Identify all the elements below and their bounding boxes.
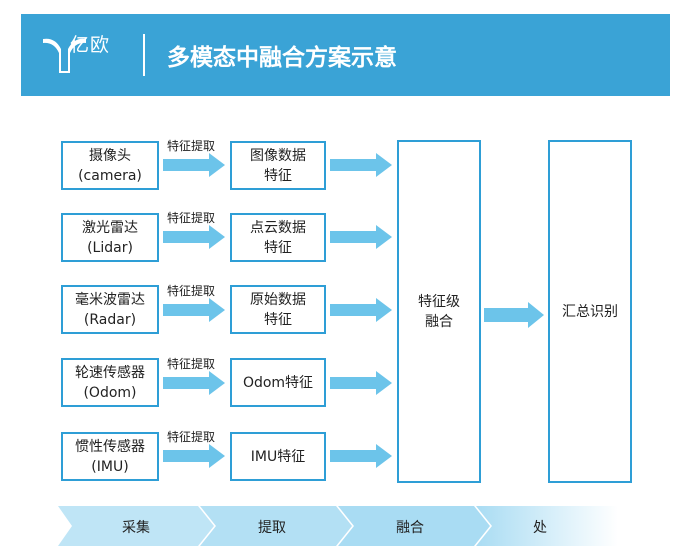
source-box-camera: 摄像头 (camera) [61,141,159,190]
header-banner: 亿欧 多模态中融合方案示意 [21,14,670,96]
extract-label: 特征提取 [167,284,216,298]
stage-label: 提取 [258,520,286,536]
header-divider [143,34,145,76]
feature-name: IMU特征 [250,448,306,465]
source-code: (camera) [78,167,142,184]
arrow-right-icon [163,444,225,468]
recognition-box: 汇总识别 [548,140,632,483]
feature-box-odom: Odom特征 [230,358,326,407]
source-name: 毫米波雷达 [75,291,145,308]
yiou-logo-icon [43,38,86,73]
extract-label: 特征提取 [167,211,216,225]
extract-label: 特征提取 [167,139,216,153]
feature-suffix: 特征 [264,167,292,184]
arrow-right-icon [163,225,225,249]
feature-box-raw: 原始数据 特征 [230,285,326,334]
source-code: (Radar) [83,311,137,328]
fusion-label-line2: 融合 [425,313,453,330]
arrow-right-icon [330,298,392,322]
arrow-right-icon [330,371,392,395]
page-title: 多模态中融合方案示意 [167,45,397,71]
source-box-lidar: 激光雷达 (Lidar) [61,213,159,262]
arrow-right-icon [163,298,225,322]
feature-name: 点云数据 [250,219,306,236]
feature-suffix: 特征 [264,311,292,328]
feature-name: 原始数据 [250,291,306,308]
feature-box-pointcloud: 点云数据 特征 [230,213,326,262]
source-code: (Odom) [83,384,137,401]
arrow-right-icon [163,153,225,177]
feature-box-imu: IMU特征 [230,432,326,481]
feature-name: 图像数据 [250,147,306,164]
fusion-box: 特征级 融合 [397,140,481,483]
source-box-radar: 毫米波雷达 (Radar) [61,285,159,334]
source-name: 惯性传感器 [75,438,145,455]
feature-suffix: 特征 [264,239,292,256]
source-box-odom: 轮速传感器 (Odom) [61,358,159,407]
arrow-right-icon [330,153,392,177]
arrow-right-icon [163,371,225,395]
feature-name: Odom特征 [242,374,314,391]
source-box-imu: 惯性传感器 (IMU) [61,432,159,481]
recognition-label: 汇总识别 [562,303,618,320]
source-code: (Lidar) [87,239,133,256]
source-name: 摄像头 [89,147,131,164]
feature-box-image: 图像数据 特征 [230,141,326,190]
extract-label: 特征提取 [167,357,216,371]
process-bar [58,506,618,546]
arrow-right-icon [484,302,544,328]
arrow-right-icon [330,225,392,249]
fusion-label-line1: 特征级 [418,293,460,310]
extract-label: 特征提取 [167,430,216,444]
source-name: 激光雷达 [82,219,138,236]
stage-label: 处 [533,520,547,536]
source-code: (IMU) [91,458,129,475]
logo-text: 亿欧 [70,34,111,56]
stage-label: 融合 [396,520,424,536]
source-name: 轮速传感器 [75,364,145,381]
stage-label: 采集 [122,520,150,536]
arrow-right-icon [330,444,392,468]
